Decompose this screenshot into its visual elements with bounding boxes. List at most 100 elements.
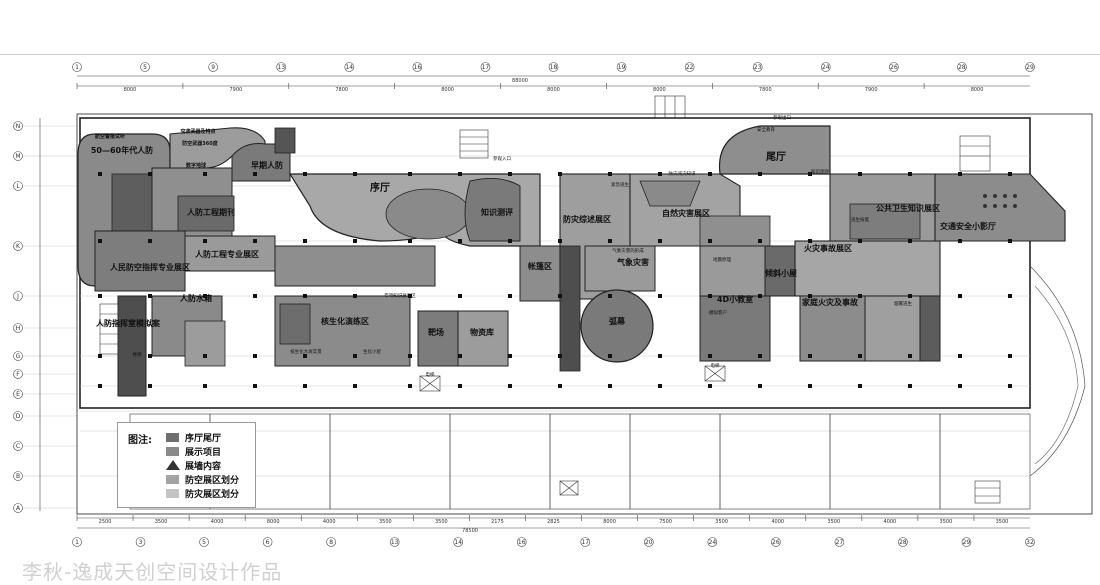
room-label: 交通安全小影厅 bbox=[940, 221, 996, 231]
legend-label: 展示项目 bbox=[185, 447, 222, 458]
left-axis-letter: G bbox=[16, 353, 21, 360]
left-axis-letter: N bbox=[16, 123, 21, 130]
room-label: 人防工程期刊 bbox=[187, 207, 235, 217]
small-note: 核生化大屏实景 bbox=[290, 348, 322, 355]
small-note: 知识测评 bbox=[811, 168, 829, 175]
legend-title: 图注: bbox=[128, 435, 152, 446]
bottom-dimension: 3500 bbox=[379, 519, 392, 525]
room-label: 靶场 bbox=[428, 327, 444, 337]
top-axis-number: 29 bbox=[1026, 64, 1034, 71]
room-label: 核生化演练区 bbox=[321, 316, 369, 326]
room-label: 50—60年代人防 bbox=[91, 145, 153, 155]
small-note: 参观出口 bbox=[773, 114, 791, 121]
room-label: 倾斜小屋 bbox=[764, 268, 797, 278]
room-label: 防灾综述展区 bbox=[563, 214, 611, 224]
left-axis-letter: D bbox=[16, 413, 21, 420]
bottom-dimension: 4000 bbox=[323, 519, 336, 525]
bottom-dimension: 4000 bbox=[883, 519, 896, 525]
room-label: 公共卫生知识展区 bbox=[876, 203, 940, 213]
top-dimension: 8000 bbox=[441, 87, 454, 93]
top-dimension: 7900 bbox=[229, 87, 242, 93]
small-note: 防灾减灾知识 bbox=[669, 170, 696, 177]
bottom-dimension: 3500 bbox=[435, 519, 448, 525]
legend-label: 防灾展区划分 bbox=[185, 489, 240, 500]
left-axis-letter: B bbox=[16, 473, 20, 480]
top-axis-number: 22 bbox=[686, 64, 694, 71]
bottom-axis-number: 28 bbox=[899, 539, 907, 546]
legend-swatch bbox=[166, 432, 179, 442]
top-dimension: 8000 bbox=[124, 87, 137, 93]
bottom-dimension: 7500 bbox=[659, 519, 672, 525]
top-axis-number: 23 bbox=[754, 64, 762, 71]
room-label: 家庭火灾及事故 bbox=[802, 297, 859, 307]
room-label: 自然灾害展区 bbox=[662, 208, 710, 218]
room-label: 4D小教室 bbox=[717, 294, 753, 304]
legend-label: 序厅尾厅 bbox=[185, 433, 222, 444]
left-axis-letter: A bbox=[16, 505, 21, 512]
room-label: 早期人防 bbox=[251, 160, 283, 170]
left-axis-letter: C bbox=[16, 443, 20, 450]
legend: 图注: 序厅尾厅展示项目展墙内容防空展区划分防灾展区划分 bbox=[117, 422, 256, 508]
room-label: 知识测评 bbox=[481, 207, 513, 217]
room-label: 气象灾害 bbox=[616, 257, 649, 267]
legend-swatch bbox=[166, 460, 180, 470]
room-label: 尾厅 bbox=[766, 151, 786, 163]
room-label: 弧幕 bbox=[609, 316, 626, 326]
left-axis-letter: K bbox=[16, 243, 21, 250]
top-dimension: 7900 bbox=[865, 87, 878, 93]
top-dimension: 7800 bbox=[759, 87, 772, 93]
small-note: 地震原理 bbox=[713, 256, 731, 263]
top-axis-number: 17 bbox=[482, 64, 490, 71]
legend-label: 防空展区划分 bbox=[185, 475, 240, 486]
top-dimension: 8000 bbox=[653, 87, 666, 93]
room-label: 序厅 bbox=[370, 181, 390, 194]
legend-item: 展墙内容 bbox=[166, 459, 221, 472]
bottom-dimension: 4000 bbox=[771, 519, 784, 525]
top-dimension: 8000 bbox=[971, 87, 984, 93]
bottom-axis-number: 13 bbox=[391, 539, 399, 546]
legend-swatch bbox=[166, 446, 179, 456]
left-axis-letter: J bbox=[16, 293, 19, 300]
bottom-axis-number: 16 bbox=[518, 539, 526, 546]
room-label: 防空武器360度 bbox=[182, 140, 218, 147]
bottom-dimension: 3500 bbox=[827, 519, 840, 525]
top-dimension: 8000 bbox=[547, 87, 560, 93]
bottom-dimension: 2825 bbox=[547, 519, 560, 525]
top-axis-number: 5 bbox=[143, 64, 147, 71]
bottom-axis-number: 3 bbox=[139, 539, 143, 546]
top-total-dimension: 88000 bbox=[512, 78, 528, 84]
bottom-axis-number: 8 bbox=[329, 539, 333, 546]
legend-item: 防灾展区划分 bbox=[166, 487, 240, 500]
left-axis-letter: H bbox=[16, 325, 21, 332]
top-axis-number: 26 bbox=[890, 64, 898, 71]
top-axis-number: 14 bbox=[345, 64, 353, 71]
room-label: 数字地球 bbox=[186, 162, 207, 169]
small-note: 逃生技能 bbox=[851, 216, 869, 223]
room-label: 空袭武器及特点 bbox=[180, 128, 215, 135]
left-axis-letter: M bbox=[15, 153, 20, 160]
bottom-dimension: 8000 bbox=[267, 519, 280, 525]
bottom-axis-number: 27 bbox=[836, 539, 844, 546]
top-axis-number: 13 bbox=[277, 64, 285, 71]
bottom-dimension: 8000 bbox=[603, 519, 616, 525]
top-axis-number: 1 bbox=[75, 64, 79, 71]
room-label: 帐篷区 bbox=[528, 261, 552, 271]
top-axis-number: 24 bbox=[822, 64, 830, 71]
small-note: 电梯 bbox=[711, 362, 720, 369]
bottom-axis-number: 20 bbox=[645, 539, 653, 546]
legend-swatch bbox=[166, 488, 179, 498]
exhibit-zones bbox=[77, 125, 1066, 397]
small-note: 烟雾逃生 bbox=[894, 300, 912, 307]
room-label: 人防工程专业展区 bbox=[195, 249, 259, 259]
bottom-axis-number: 14 bbox=[454, 539, 462, 546]
legend-item: 展示项目 bbox=[166, 445, 222, 458]
top-axis-number: 9 bbox=[211, 64, 215, 71]
left-axis-letter: L bbox=[16, 183, 20, 190]
top-divider bbox=[0, 54, 1100, 55]
top-dimension: 7800 bbox=[335, 87, 348, 93]
left-axis-letter: F bbox=[16, 371, 20, 378]
bottom-axis-number: 32 bbox=[1026, 539, 1034, 546]
